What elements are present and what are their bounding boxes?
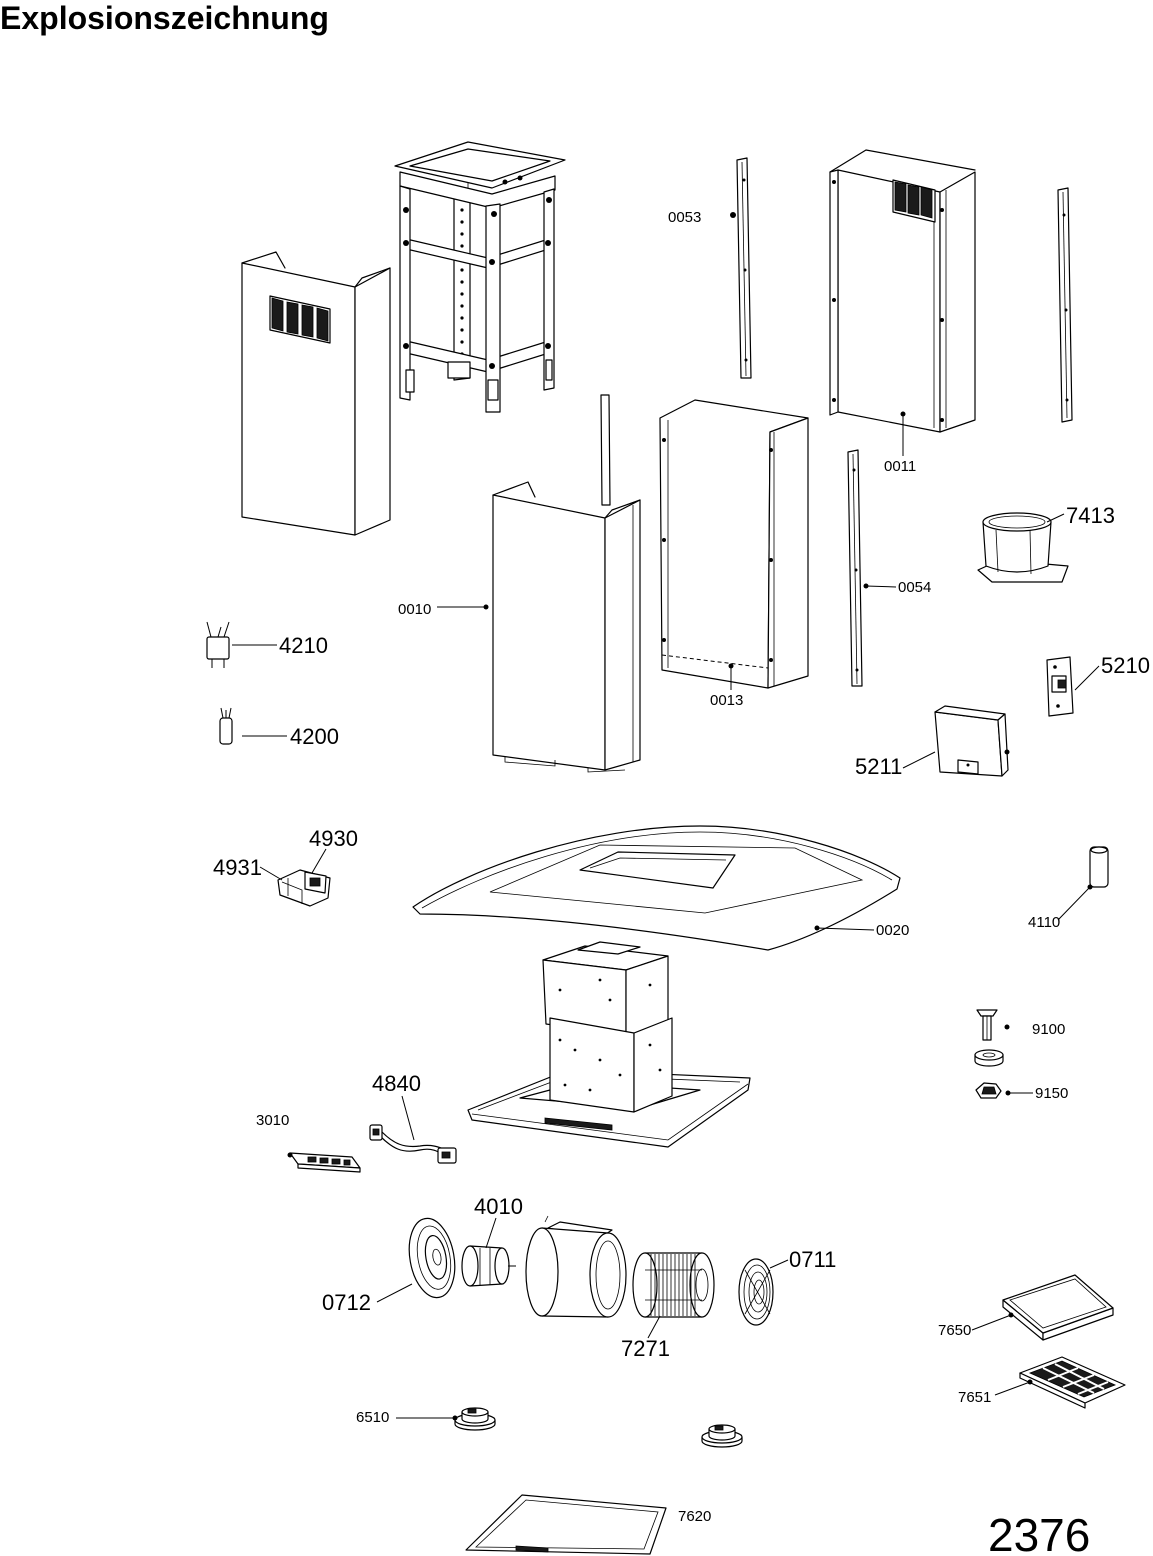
leader-4110	[1057, 884, 1093, 921]
rail-right	[1057, 187, 1073, 423]
drawing-number: 2376	[988, 1509, 1090, 1556]
switch-plate	[1046, 656, 1074, 717]
callout-5210: 5210	[1101, 653, 1150, 678]
callout-7620: 7620	[678, 1508, 711, 1525]
carbon-filter	[1002, 1274, 1114, 1341]
callout-7271: 7271	[621, 1336, 670, 1361]
inlet-grille	[738, 1258, 774, 1326]
leader-0712	[376, 1283, 413, 1303]
leader-9150	[1005, 1090, 1033, 1096]
cable-harness	[369, 1124, 457, 1164]
blower-housing	[525, 1215, 627, 1318]
callout-4931: 4931	[213, 855, 262, 880]
leader-9100	[1004, 1024, 1010, 1030]
chimney-cover-channel	[659, 399, 809, 689]
leader-7650	[971, 1312, 1014, 1331]
leader-6510	[396, 1415, 458, 1421]
callout-4840: 4840	[372, 1071, 421, 1096]
impeller	[632, 1252, 715, 1318]
duct-connector	[977, 512, 1069, 583]
callout-7650: 7650	[938, 1322, 971, 1339]
leader-4931	[259, 866, 283, 881]
chimney-cover-lower	[492, 481, 641, 773]
rail-0053	[736, 157, 752, 379]
small-component	[219, 707, 233, 745]
strip-middle	[600, 394, 611, 506]
leader-4840	[401, 1095, 415, 1141]
motor-ring	[408, 1217, 456, 1299]
callout-4110: 4110	[1028, 914, 1060, 931]
chimney-cover-left	[241, 251, 391, 536]
capacitor	[206, 621, 230, 668]
leader-0020	[814, 925, 875, 931]
glass-canopy	[412, 825, 901, 951]
leader-5211	[902, 751, 936, 769]
callout-0010: 0010	[398, 601, 431, 618]
leader-0010	[437, 604, 489, 610]
callout-5211: 5211	[855, 754, 902, 779]
nut	[975, 1082, 1002, 1099]
callout-7413: 7413	[1066, 503, 1115, 528]
callout-0054: 0054	[898, 579, 931, 596]
grease-filter	[465, 1494, 667, 1555]
knob-second	[701, 1424, 743, 1448]
callout-4930: 4930	[309, 826, 358, 851]
control-panel	[289, 1152, 361, 1173]
filter-frame	[1019, 1356, 1126, 1409]
electronics-box	[934, 705, 1010, 777]
leader-5210	[1074, 665, 1100, 691]
callout-7651: 7651	[958, 1389, 991, 1406]
callout-4010: 4010	[474, 1194, 523, 1219]
leader-0054	[863, 583, 897, 589]
leader-0711	[769, 1259, 789, 1269]
callout-3010: 3010	[256, 1112, 289, 1129]
leader-0011	[900, 411, 906, 456]
support-frame	[394, 141, 566, 413]
leader-4930	[311, 848, 327, 874]
chimney-cover-upper	[829, 149, 976, 433]
washer	[974, 1049, 1004, 1067]
callout-0020: 0020	[876, 922, 909, 939]
leader-4010	[485, 1217, 497, 1249]
leader-0053	[730, 212, 736, 218]
knob	[454, 1407, 496, 1431]
callout-6510: 6510	[356, 1409, 389, 1426]
callout-0712: 0712	[322, 1290, 371, 1315]
callout-0011: 0011	[884, 458, 916, 475]
callout-0013: 0013	[710, 692, 743, 709]
drawing-title: Explosionszeichnung	[0, 0, 329, 36]
leader-7271	[647, 1315, 661, 1339]
screw	[976, 1009, 998, 1041]
callout-9100: 9100	[1032, 1021, 1065, 1038]
motor	[461, 1245, 516, 1287]
callout-0053: 0053	[668, 209, 701, 226]
light-bracket	[277, 869, 331, 907]
leader-0013	[728, 663, 734, 690]
hood-body	[467, 941, 751, 1148]
callout-4210: 4210	[279, 633, 328, 658]
callout-9150: 9150	[1035, 1085, 1068, 1102]
leader-3010	[287, 1152, 293, 1158]
leader-7413	[1046, 513, 1065, 523]
callout-4200: 4200	[290, 724, 339, 749]
rail-0054	[847, 449, 863, 687]
leader-7651	[994, 1379, 1033, 1396]
small-housing	[1089, 846, 1109, 888]
callout-0711: 0711	[789, 1247, 836, 1272]
